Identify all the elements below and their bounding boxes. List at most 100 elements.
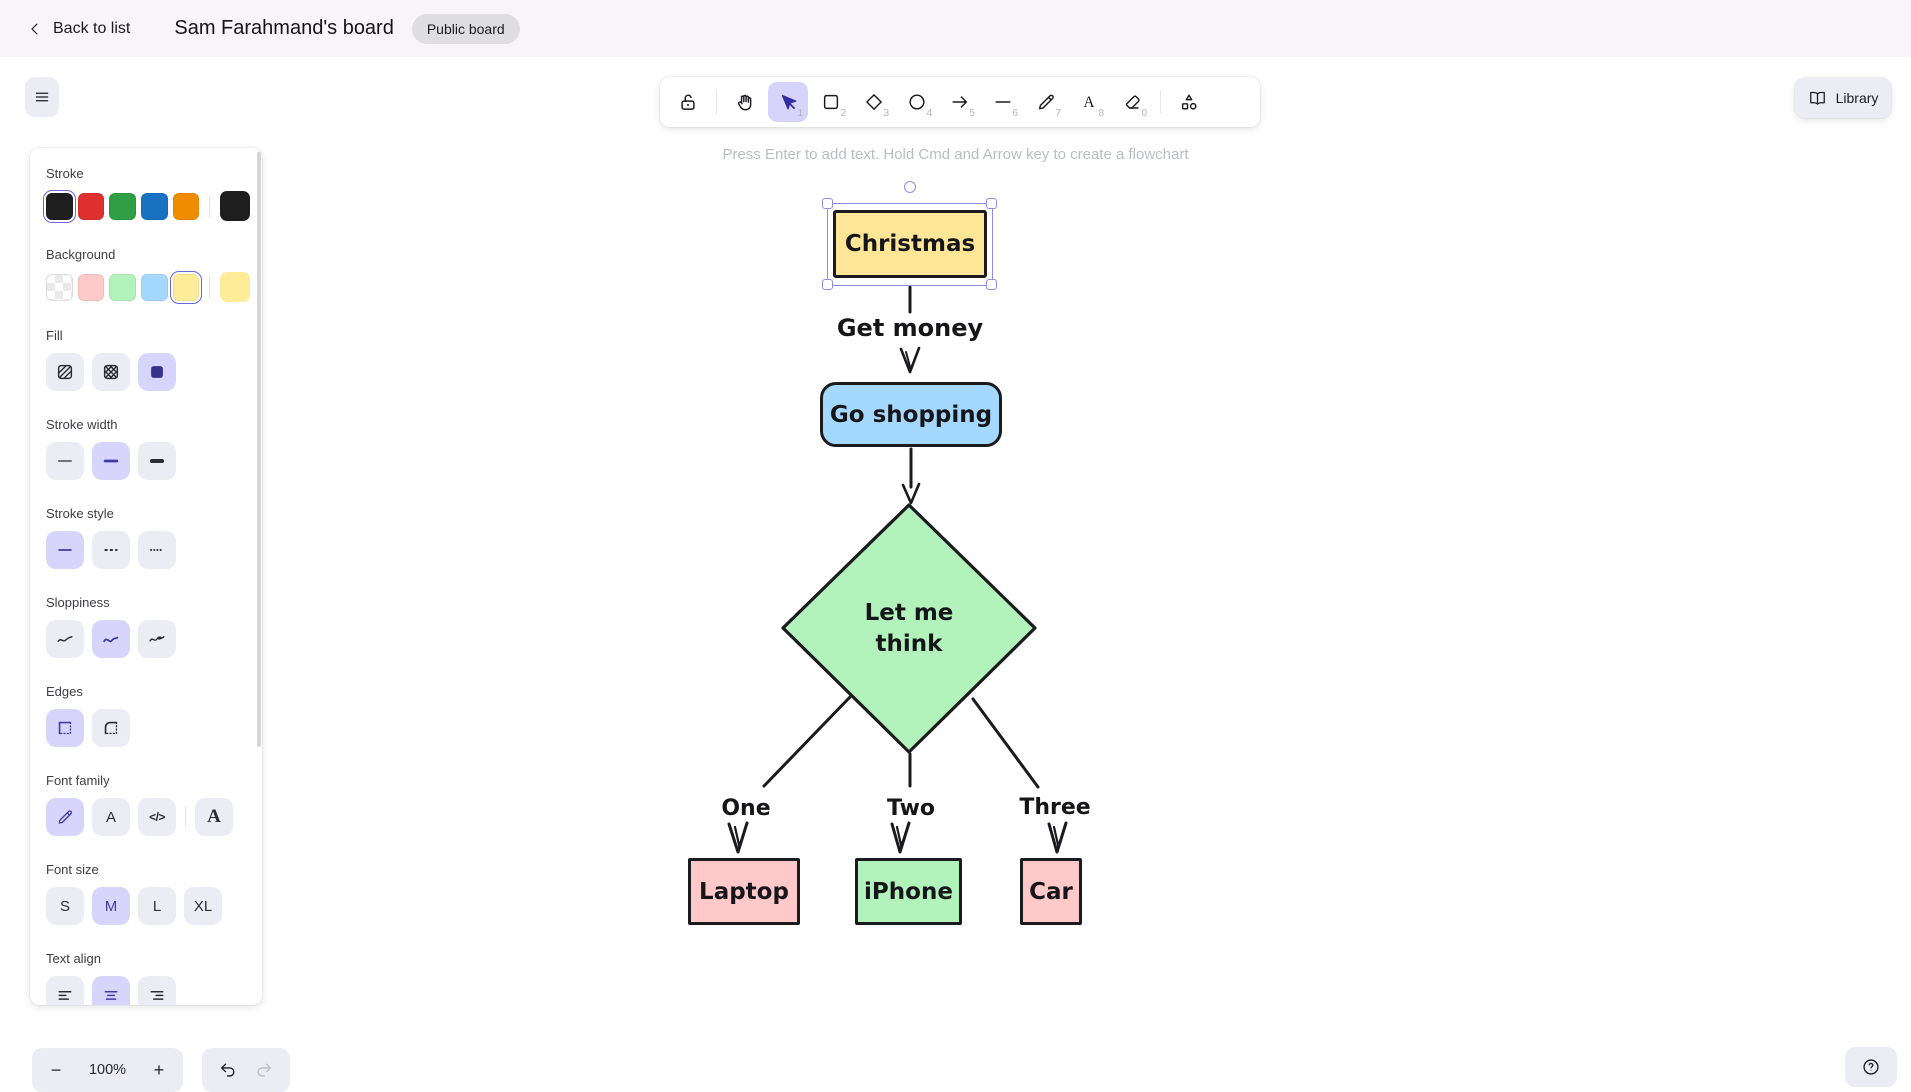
fill-solid-button[interactable] — [138, 353, 176, 391]
toolbar-divider — [716, 90, 717, 114]
stroke-style-section: Stroke style — [46, 506, 250, 569]
selection-tool[interactable]: 1 — [768, 82, 808, 122]
panel-scrollbar[interactable] — [257, 152, 261, 747]
svg-text:A: A — [1083, 94, 1095, 111]
font-size-l-button[interactable]: L — [138, 887, 176, 925]
font-hand-drawn-button[interactable] — [46, 798, 84, 836]
font-size-section: Font size S M L XL — [46, 862, 250, 925]
zoom-out-button[interactable]: − — [50, 1059, 62, 1080]
artist-icon — [103, 636, 119, 643]
fill-section: Fill — [46, 328, 250, 391]
sloppiness-artist-button[interactable] — [92, 620, 130, 658]
stroke-width-thin-button[interactable] — [46, 442, 84, 480]
arrow-tool[interactable]: 5 — [940, 82, 980, 122]
hachure-icon — [57, 364, 73, 380]
font-size-xl-button[interactable]: XL — [184, 887, 222, 925]
resize-handle-se[interactable] — [986, 279, 997, 290]
font-size-label: S — [59, 897, 70, 915]
dotted-stroke-icon — [150, 549, 164, 551]
diagram-node-iphone[interactable]: iPhone — [855, 858, 962, 925]
stroke-style-solid-button[interactable] — [46, 531, 84, 569]
swatch-divider — [209, 195, 211, 217]
undo-icon[interactable] — [218, 1060, 238, 1080]
pencil-icon — [58, 810, 73, 824]
background-color-blue[interactable] — [141, 273, 168, 301]
background-color-pink[interactable] — [77, 273, 105, 301]
lock-tool[interactable] — [668, 82, 708, 122]
fill-crosshatch-button[interactable] — [92, 353, 130, 391]
library-button[interactable]: Library — [1795, 78, 1891, 118]
zoom-level[interactable]: 100% — [88, 1062, 127, 1078]
edges-sharp-button[interactable] — [46, 709, 84, 747]
font-normal-button[interactable]: A — [92, 798, 130, 836]
shortcut-label: 6 — [1012, 108, 1018, 119]
resize-handle-ne[interactable] — [986, 198, 997, 209]
stroke-color-orange[interactable] — [172, 192, 200, 220]
background-color-transparent[interactable] — [46, 273, 73, 301]
fill-hachure-button[interactable] — [46, 353, 84, 391]
diagram-node-let-me-think-label[interactable]: Let me think — [854, 596, 964, 662]
text-align-center-button[interactable] — [92, 976, 130, 1005]
sloppiness-architect-button[interactable] — [46, 620, 84, 658]
help-button[interactable] — [1845, 1047, 1897, 1087]
diagram-node-laptop[interactable]: Laptop — [688, 858, 800, 925]
back-button[interactable]: Back to list — [26, 20, 130, 38]
section-label: Stroke style — [46, 506, 114, 521]
stroke-width-bold-button[interactable] — [92, 442, 130, 480]
text-icon: A — [1083, 94, 1095, 111]
swatch-divider — [209, 276, 211, 298]
zoom-in-button[interactable]: + — [153, 1059, 165, 1080]
stroke-width-section: Stroke width — [46, 417, 250, 480]
chevron-left-icon — [31, 23, 38, 34]
background-color-green[interactable] — [109, 273, 137, 301]
stroke-width-extrabold-button[interactable] — [138, 442, 176, 480]
ellipse-tool[interactable]: 4 — [897, 82, 937, 122]
hand-tool[interactable] — [725, 82, 765, 122]
extrabold-line-icon — [149, 458, 165, 464]
stroke-current-color[interactable] — [220, 191, 250, 221]
diagram-node-christmas[interactable]: Christmas — [833, 210, 987, 278]
diamond-tool[interactable]: 3 — [854, 82, 894, 122]
stroke-color-black[interactable] — [43, 189, 76, 223]
eraser-tool[interactable]: 0 — [1112, 82, 1152, 122]
stroke-style-dotted-button[interactable] — [138, 531, 176, 569]
section-label: Edges — [46, 684, 83, 699]
serif-font-icon: A — [207, 806, 221, 827]
font-other-button[interactable]: A — [195, 798, 233, 836]
draw-tool[interactable]: 7 — [1026, 82, 1066, 122]
edge-label-one[interactable]: One — [721, 796, 771, 821]
rectangle-tool[interactable]: 2 — [811, 82, 851, 122]
solid-fill-icon — [151, 366, 163, 378]
node-label: Car — [1029, 878, 1073, 905]
edges-round-button[interactable] — [92, 709, 130, 747]
text-align-left-button[interactable] — [46, 976, 84, 1005]
diagram-node-car[interactable]: Car — [1020, 858, 1082, 925]
crosshatch-icon — [103, 364, 119, 380]
edge-label-three[interactable]: Three — [1019, 795, 1091, 820]
more-shapes-tool[interactable] — [1169, 82, 1209, 122]
font-code-button[interactable]: </> — [138, 798, 176, 836]
menu-button[interactable] — [25, 77, 59, 117]
resize-handle-nw[interactable] — [822, 198, 833, 209]
sloppiness-cartoonist-button[interactable] — [138, 620, 176, 658]
text-align-right-button[interactable] — [138, 976, 176, 1005]
edge-label-two[interactable]: Two — [886, 796, 936, 821]
font-size-s-button[interactable]: S — [46, 887, 84, 925]
resize-handle-sw[interactable] — [822, 279, 833, 290]
stroke-color-red[interactable] — [77, 192, 105, 220]
hamburger-icon — [35, 92, 49, 102]
stroke-color-green[interactable] — [109, 192, 137, 220]
text-tool[interactable]: A 8 — [1069, 82, 1109, 122]
edge-label-get-money[interactable]: Get money — [836, 314, 984, 342]
cartoonist-icon — [149, 636, 165, 642]
rotate-handle[interactable] — [904, 181, 916, 193]
background-color-yellow[interactable] — [169, 270, 203, 304]
eraser-icon — [1125, 95, 1140, 109]
redo-icon[interactable] — [254, 1060, 274, 1080]
line-tool[interactable]: 6 — [983, 82, 1023, 122]
stroke-style-dashed-button[interactable] — [92, 531, 130, 569]
background-current-color[interactable] — [220, 272, 250, 302]
font-size-m-button[interactable]: M — [92, 887, 130, 925]
diagram-node-go-shopping[interactable]: Go shopping — [820, 382, 1002, 447]
stroke-color-blue[interactable] — [141, 192, 168, 220]
